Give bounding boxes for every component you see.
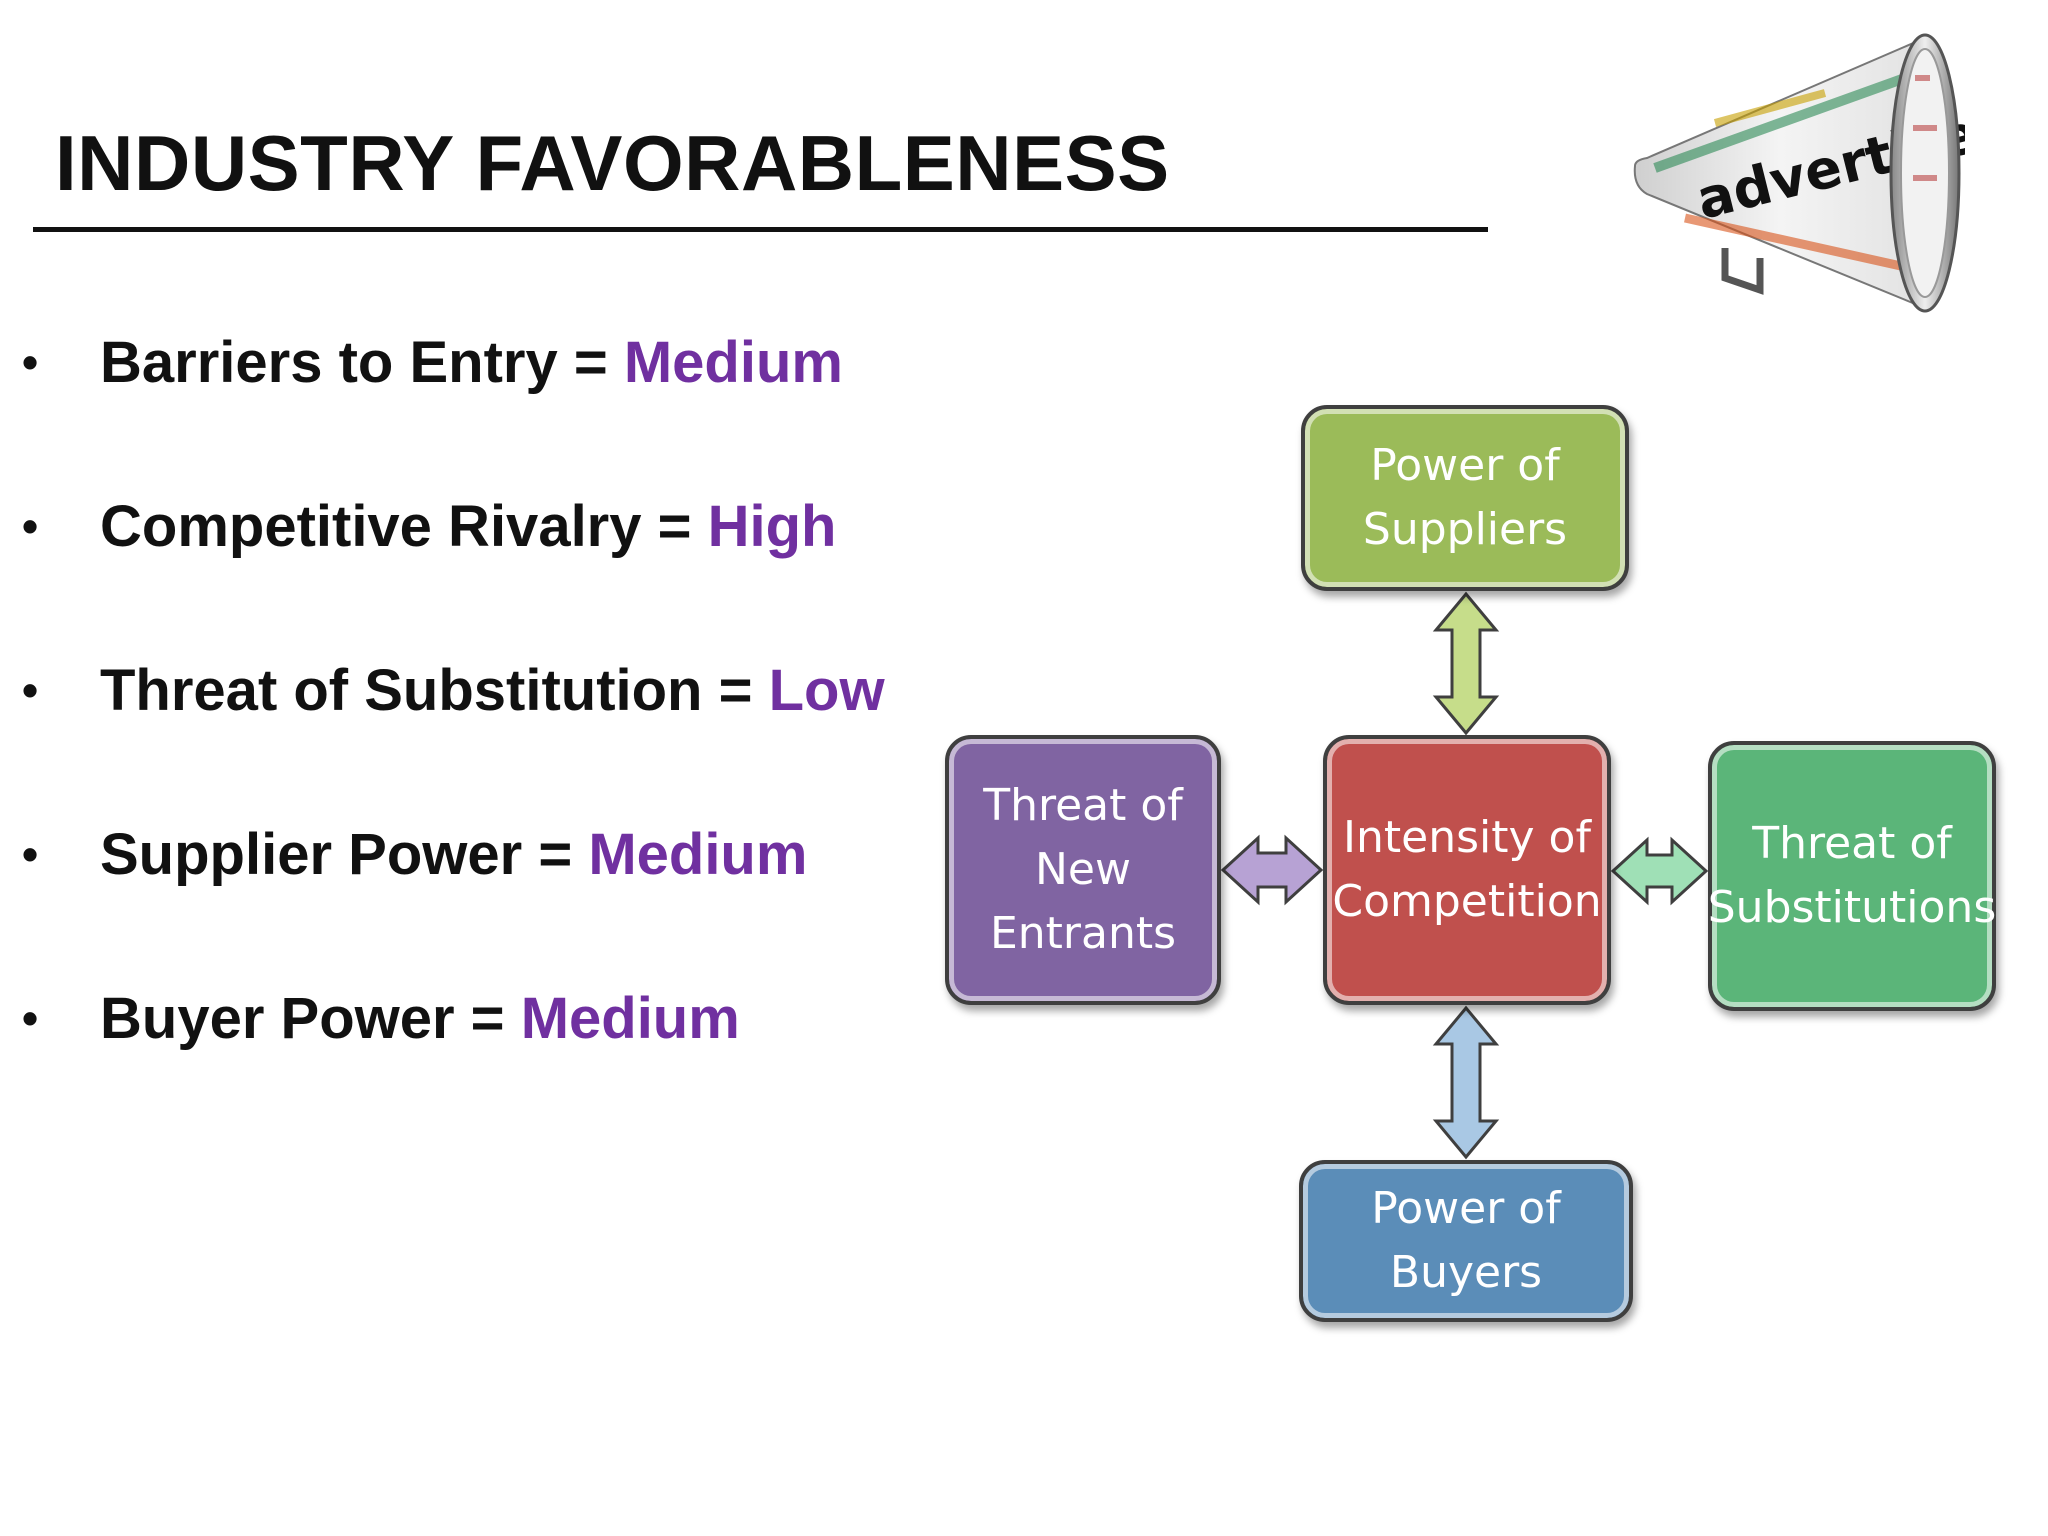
megaphone-icon: advertise!	[1633, 33, 1965, 313]
arrow-entrants-center	[1220, 834, 1324, 906]
bullet-label: Barriers to Entry =	[100, 329, 608, 395]
bullet-icon: •	[22, 336, 39, 388]
bullet-label: Buyer Power =	[100, 985, 505, 1051]
bullet-threat-of-substitution: • Threat of Substitution = Low	[20, 650, 885, 730]
node-text: Threat of	[983, 780, 1183, 831]
bullet-value: Medium	[588, 821, 808, 887]
bullet-icon: •	[22, 828, 39, 880]
arrow-suppliers-center	[1432, 591, 1500, 736]
bullet-icon: •	[22, 664, 39, 716]
node-text: Power of	[1370, 440, 1560, 491]
node-threat-of-new-entrants: Threat of New Entrants	[945, 735, 1221, 1005]
bullet-supplier-power: • Supplier Power = Medium	[20, 814, 807, 894]
bullet-competitive-rivalry: • Competitive Rivalry = High	[20, 486, 836, 566]
arrow-center-substitutions	[1610, 836, 1709, 906]
node-text: Threat of	[1752, 818, 1952, 869]
bullet-label: Threat of Substitution =	[100, 657, 753, 723]
node-power-of-buyers: Power of Buyers	[1299, 1160, 1633, 1322]
node-text: Suppliers	[1362, 504, 1568, 555]
bullet-icon: •	[22, 500, 39, 552]
bullet-value: Medium	[623, 329, 843, 395]
bullet-value: Low	[768, 657, 885, 723]
bullet-barriers-to-entry: • Barriers to Entry = Medium	[20, 322, 843, 402]
node-text: Substitutions	[1707, 882, 1997, 933]
bullet-label: Supplier Power =	[100, 821, 573, 887]
node-intensity-of-competition: Intensity of Competition	[1323, 735, 1611, 1005]
node-text: Competition	[1332, 876, 1602, 927]
slide-title: INDUSTRY FAVORABLENESS	[55, 119, 1170, 207]
bullet-value: Medium	[520, 985, 740, 1051]
node-text: New Entrants	[989, 844, 1177, 959]
node-text: Power of Buyers	[1371, 1183, 1561, 1298]
title-underline	[33, 227, 1488, 232]
node-power-of-suppliers: Power of Suppliers	[1301, 405, 1629, 591]
bullet-value: High	[707, 493, 837, 559]
node-threat-of-substitutions: Threat of Substitutions	[1708, 741, 1996, 1011]
bullet-label: Competitive Rivalry =	[100, 493, 692, 559]
bullet-icon: •	[22, 992, 39, 1044]
arrow-center-buyers	[1432, 1005, 1500, 1160]
bullet-buyer-power: • Buyer Power = Medium	[20, 978, 740, 1058]
node-text: Intensity of	[1343, 812, 1591, 863]
